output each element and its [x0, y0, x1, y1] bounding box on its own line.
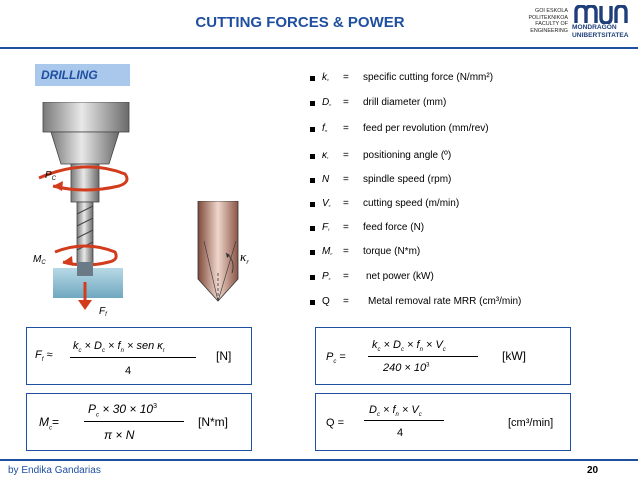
def-symbol: κr: [322, 150, 329, 161]
bullet-icon: [310, 178, 315, 183]
brand-line: MONDRAGON: [572, 24, 617, 31]
pc-numerator: kc × Dc × fn × Vc: [372, 339, 446, 354]
def-symbol: Dc: [322, 97, 332, 108]
ff-label: Ff: [99, 306, 108, 318]
def-symbol: Pc: [322, 271, 331, 282]
pc-fraction-bar: [368, 356, 478, 357]
def-equals: =: [343, 296, 349, 307]
school-name: GOI ESKOLA POLITEKNIKOA FACULTY OF ENGIN…: [516, 8, 568, 34]
bullet-icon: [310, 250, 315, 255]
bullet-icon: [310, 127, 315, 132]
def-text: cutting speed (m/min): [363, 198, 460, 209]
def-symbol: Ff: [322, 222, 330, 233]
page-title: CUTTING FORCES & POWER: [195, 14, 405, 31]
pc-formula-box: [315, 327, 571, 385]
bullet-icon: [310, 300, 315, 305]
school-line: ENGINEERING: [530, 27, 568, 34]
bullet-icon: [310, 226, 315, 231]
def-symbol: kc: [322, 72, 329, 83]
def-text: specific cutting force (N/mm²): [363, 72, 494, 83]
def-text: torque (N*m): [363, 246, 421, 257]
school-line: FACULTY OF: [535, 21, 568, 28]
drilling-illustration: PC MC Ff: [33, 102, 130, 318]
def-equals: =: [343, 222, 349, 233]
def-equals: =: [343, 150, 349, 161]
def-equals: =: [343, 198, 349, 209]
kappa-label: κr: [240, 249, 249, 266]
ff-denominator: 4: [125, 365, 132, 377]
pc-unit: [kW]: [502, 349, 526, 363]
def-symbol: fn: [322, 123, 328, 134]
def-equals: =: [343, 271, 349, 282]
def-text: feed per revolution (mm/rev): [363, 123, 489, 134]
section-label-box: DRILLING: [35, 64, 130, 86]
bullet-icon: [310, 101, 315, 106]
q-fraction-bar: [364, 420, 444, 421]
ff-formula-box: [26, 327, 252, 385]
q-lhs: Q =: [326, 417, 345, 429]
def-text: positioning angle (º): [363, 150, 452, 161]
q-formula-box: [315, 393, 571, 451]
page-number: 20: [587, 465, 599, 476]
ff-lhs: Ff ≈: [35, 349, 53, 364]
def-equals: =: [343, 246, 349, 257]
ff-unit: [N]: [216, 349, 232, 363]
bullet-icon: [310, 76, 315, 81]
ff-fraction-bar: [70, 357, 196, 358]
ff-numerator: kc × Dc × fn × sen κr: [73, 340, 165, 355]
bullet-icon: [310, 275, 315, 280]
mc-fraction-bar: [84, 421, 184, 422]
mc-denominator: π × N: [104, 428, 135, 442]
school-line: GOI ESKOLA: [535, 8, 568, 14]
school-line: POLITEKNIKOA: [528, 14, 568, 21]
def-symbol: Vc: [322, 198, 331, 209]
mc-unit: [N*m]: [198, 415, 228, 429]
mc-lhs: Mc=: [39, 415, 60, 432]
def-equals: =: [343, 174, 349, 185]
bullet-icon: [310, 202, 315, 207]
mc-numerator: Pc × 30 × 103: [88, 402, 157, 419]
def-text: net power (kW): [366, 271, 434, 282]
def-text: spindle speed (rpm): [363, 174, 452, 185]
mc-formula-box: [26, 393, 252, 451]
footer-author: by Endika Gandarias: [8, 465, 101, 476]
def-symbol: Q: [322, 296, 330, 307]
pc-lhs: Pc =: [326, 351, 346, 366]
footer-divider: [0, 459, 638, 461]
drill-tip-illustration: κr: [197, 201, 249, 302]
brand-name: MONDRAGON UNIBERTSITATEA: [572, 24, 636, 39]
def-equals: =: [343, 97, 349, 108]
def-text: drill diameter (mm): [363, 97, 447, 108]
bullet-icon: [310, 154, 315, 159]
def-text: Metal removal rate MRR (cm³/min): [368, 296, 522, 307]
def-equals: =: [343, 72, 349, 83]
section-label: DRILLING: [41, 68, 98, 82]
mondragon-logo-icon: [574, 5, 628, 24]
def-equals: =: [343, 123, 349, 134]
pc-denominator: 240 × 103: [383, 362, 430, 374]
mc-label: MC: [33, 254, 46, 266]
q-numerator: κDc × fn × Vc: [369, 404, 422, 419]
q-denominator: 4: [397, 427, 404, 439]
def-text: feed force (N): [363, 222, 425, 233]
header-divider: [0, 47, 638, 49]
q-unit: [cm³/min]: [508, 417, 554, 429]
def-symbol: N: [322, 174, 330, 185]
brand-line: UNIBERTSITATEA: [572, 31, 629, 39]
def-symbol: Mc: [322, 246, 333, 257]
pc-label: PC: [45, 170, 57, 182]
